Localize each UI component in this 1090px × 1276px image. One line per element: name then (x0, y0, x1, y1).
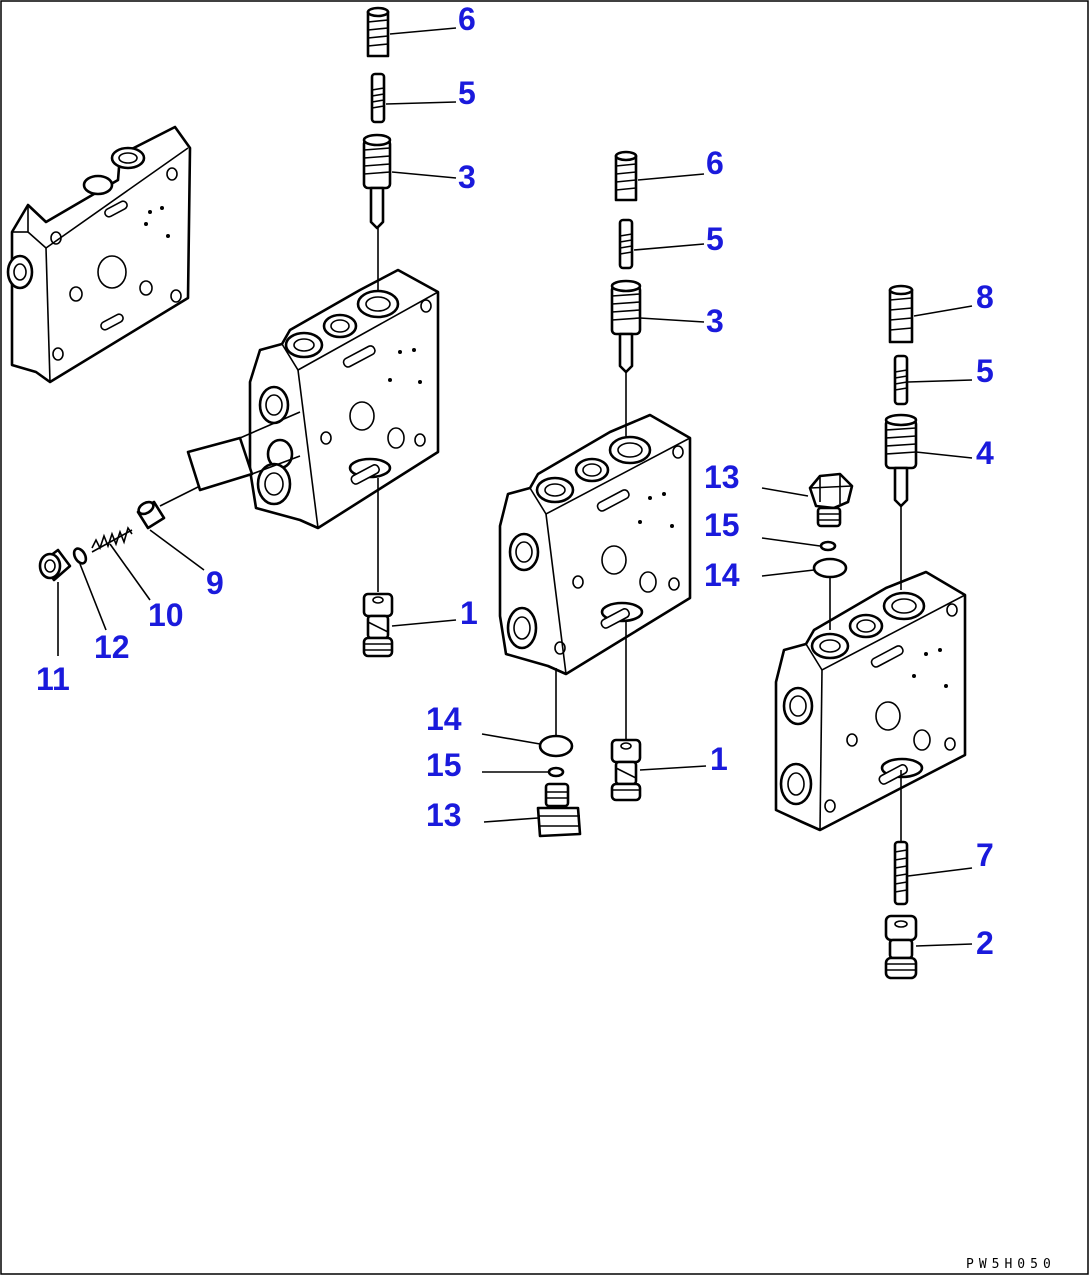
callout-part-14-a: 14 (704, 557, 740, 593)
plug-upper-right (808, 472, 854, 630)
callout-part-4: 4 (976, 435, 994, 471)
callout-part-1-b: 1 (710, 741, 728, 777)
callout-part-2: 2 (976, 925, 994, 961)
relief-valve-parts (38, 411, 301, 582)
callout-labels: 6 5 3 6 5 3 8 5 4 13 15 14 9 10 12 11 1 … (36, 1, 994, 961)
callout-part-12: 12 (94, 629, 130, 665)
callout-part-1-a: 1 (460, 595, 478, 631)
spool-stack-2 (610, 150, 642, 802)
callout-part-15-b: 15 (426, 747, 462, 783)
drawing-code: PW5H050 (966, 1257, 1056, 1272)
callout-part-5-a: 5 (458, 75, 476, 111)
callout-part-11: 11 (36, 661, 70, 697)
plug-lower-center (536, 668, 582, 838)
callout-part-15-a: 15 (704, 507, 740, 543)
valve-block-left (6, 125, 192, 384)
callout-part-3-a: 3 (458, 159, 476, 195)
spool-stack-1 (362, 6, 394, 658)
callout-part-9: 9 (206, 565, 224, 601)
callout-part-5-b: 5 (706, 221, 724, 257)
valve-block-center-left (248, 268, 440, 530)
callout-part-10: 10 (148, 597, 184, 633)
callout-part-6-b: 6 (706, 145, 724, 181)
callout-part-5-c: 5 (976, 353, 994, 389)
callout-part-3-b: 3 (706, 303, 724, 339)
callout-part-13-b: 13 (426, 797, 462, 833)
valve-block-right (774, 570, 967, 832)
callout-part-14-b: 14 (426, 701, 462, 737)
callout-part-6-a: 6 (458, 1, 476, 37)
leader-lines (57, 27, 973, 947)
callout-part-7: 7 (976, 837, 994, 873)
valve-block-center (498, 413, 692, 676)
callout-part-13-a: 13 (704, 459, 740, 495)
spool-stack-3 (884, 284, 918, 980)
callout-part-8: 8 (976, 279, 994, 315)
